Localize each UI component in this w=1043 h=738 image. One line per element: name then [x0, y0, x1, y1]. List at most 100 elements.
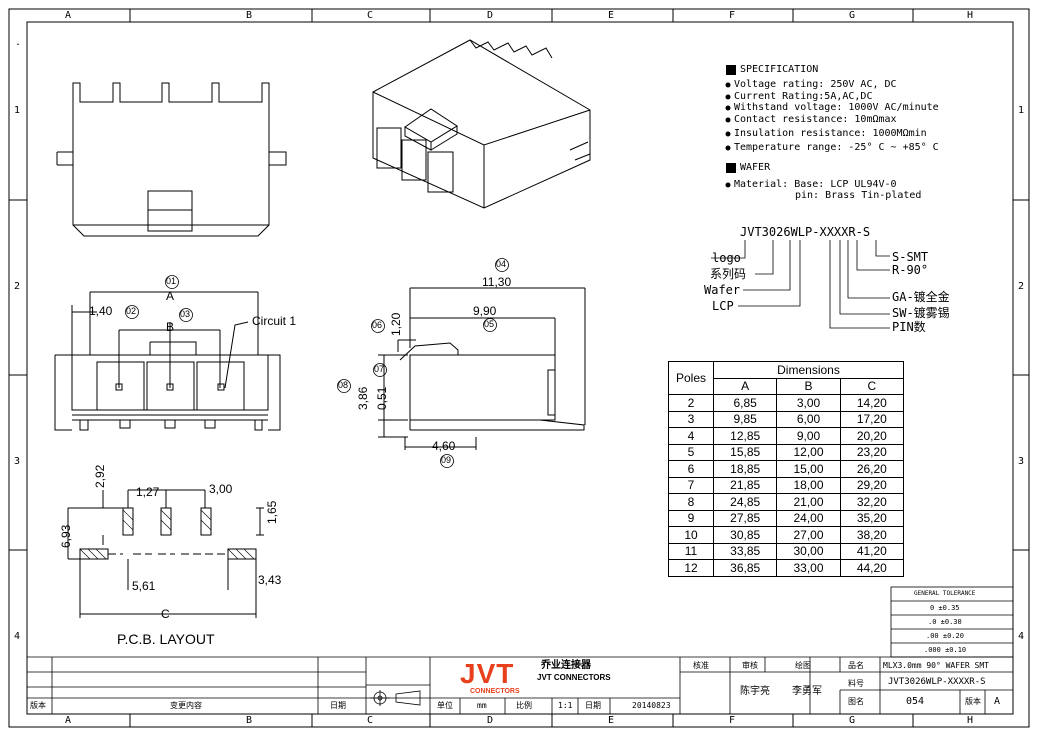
row-4-right: 4	[1018, 631, 1025, 642]
row-2-left: 2	[14, 281, 21, 292]
col-A-bottom: A	[65, 715, 72, 726]
cell-b: 12,00	[776, 443, 841, 461]
cell-c: 29,20	[839, 476, 905, 494]
cell-b: 30,00	[776, 542, 841, 560]
company-name-cn: 乔业连接器	[541, 660, 591, 671]
cell-c: 44,20	[839, 559, 905, 577]
pcb-dim-343: 3,43	[258, 573, 282, 587]
part-code-tree	[711, 240, 890, 329]
cell-poles: 7	[668, 476, 714, 494]
part-code-sw: SW-镀雾锡	[892, 306, 950, 320]
pcb-dim-165: 1,65	[265, 500, 279, 524]
callout-07: 07	[374, 364, 385, 374]
tolerance-row-1: .0 ±0.30	[928, 618, 962, 626]
tolerance-row-2: .00 ±0.20	[926, 632, 964, 640]
callout-09: 09	[441, 455, 452, 465]
review-label: 审核	[742, 661, 758, 670]
row-3-right: 3	[1018, 456, 1025, 467]
cell-b: 3,00	[776, 394, 841, 412]
cell-a: 33,85	[712, 542, 778, 560]
cell-c: 23,20	[839, 443, 905, 461]
cell-a: 30,85	[712, 526, 778, 544]
cell-b: 27,00	[776, 526, 841, 544]
change-label: 变更内容	[170, 701, 202, 710]
row-4-left: 4	[14, 631, 21, 642]
col-E-top: E	[608, 10, 615, 21]
col-F-top: F	[729, 10, 736, 21]
pcb-dim-300: 3,00	[209, 482, 233, 496]
pcb-layout-drawing	[67, 489, 264, 618]
pcb-dim-561: 5,61	[132, 579, 156, 593]
cell-a: 6,85	[712, 394, 778, 412]
cell-c: 14,20	[839, 394, 905, 412]
dimensions-header: Dimensions	[713, 361, 904, 379]
spec-item-contact: Contact resistance: 10mΩmax	[734, 114, 897, 125]
part-code-wafer: Wafer	[704, 283, 741, 297]
col-header-b: B	[776, 377, 841, 395]
cell-a: 24,85	[712, 493, 778, 511]
scale-label: 比例	[516, 701, 532, 710]
cell-c: 38,20	[839, 526, 905, 544]
cell-poles: 9	[668, 509, 714, 527]
col-H-top: H	[967, 10, 974, 21]
side-dim-990: 9,90	[473, 304, 497, 318]
side-dim-120: 1,20	[389, 312, 403, 336]
col-D-bottom: D	[487, 715, 494, 726]
cell-c: 20,20	[839, 427, 905, 445]
wafer-material-base: Material: Base: LCP UL94V-0	[734, 179, 897, 190]
rev-label: 版本	[30, 701, 46, 710]
poles-header: Poles	[668, 361, 714, 395]
col-B-top: B	[246, 10, 253, 21]
pcb-layout-title: P.C.B. LAYOUT	[117, 631, 215, 647]
col-B-bottom: B	[246, 715, 253, 726]
cell-poles: 12	[668, 559, 714, 577]
col-G-top: G	[849, 10, 856, 21]
date-value: 20140823	[632, 701, 671, 710]
top-view-drawing	[56, 82, 287, 237]
cell-c: 35,20	[839, 509, 905, 527]
cell-c: 26,20	[839, 460, 905, 478]
spec-item-withstand: Withstand voltage: 1000V AC/minute	[734, 102, 939, 113]
tolerance-row-3: .000 ±0.10	[924, 646, 967, 654]
spec-item-current: Current Rating:5A,AC,DC	[734, 91, 873, 102]
tolerance-row-0: 0 ±0.35	[930, 604, 960, 612]
col-header-a: A	[712, 377, 778, 395]
cell-b: 18,00	[776, 476, 841, 494]
jvt-logo: JVT	[460, 658, 515, 689]
part-code-r90: R-90°	[892, 263, 929, 277]
col-C-bottom: C	[367, 715, 374, 726]
part-code-lcp: LCP	[712, 299, 734, 313]
cell-a: 9,85	[712, 410, 778, 428]
cell-b: 33,00	[776, 559, 841, 577]
spec-item-temperature: Temperature range: -25° C ~ +85° C	[734, 142, 939, 153]
side-dim-051: 0,51	[375, 386, 389, 410]
part-code-smt: S-SMT	[892, 250, 929, 264]
row-1-right: 1	[1018, 105, 1025, 116]
callout-08: 08	[338, 380, 349, 390]
cell-poles: 4	[668, 427, 714, 445]
col-F-bottom: F	[729, 715, 736, 726]
product-name: MLX3.0mm 90° WAFER SMT	[883, 661, 989, 670]
spec-item-voltage: Voltage rating: 250V AC, DC	[734, 79, 897, 90]
cell-poles: 8	[668, 493, 714, 511]
cell-a: 27,85	[712, 509, 778, 527]
part-number: JVT3026WLP-XXXXR-S	[888, 677, 986, 687]
drawing-frame	[8, 8, 1030, 728]
front-dim-A: A	[166, 289, 175, 303]
cell-a: 12,85	[712, 427, 778, 445]
spec-heading: SPECIFICATION	[740, 64, 819, 75]
name-label: 品名	[848, 661, 864, 670]
row-1-left: 1	[14, 105, 21, 116]
part-code-series: 系列码	[710, 267, 747, 281]
pcb-dim-127: 1,27	[136, 485, 160, 499]
date-label-2: 日期	[585, 701, 601, 710]
col-E-bottom: E	[608, 715, 615, 726]
title-block	[27, 656, 1013, 714]
